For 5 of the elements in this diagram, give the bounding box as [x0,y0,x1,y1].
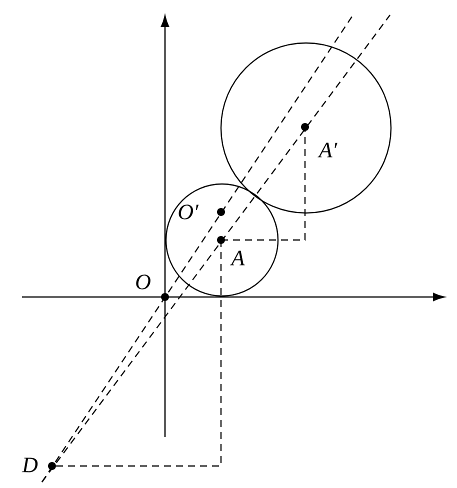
point-label: O [136,274,150,290]
point-label: O′ [178,204,199,220]
point-label: A′ [318,142,338,158]
point-label: D [22,458,38,472]
point-label: A [230,250,245,266]
